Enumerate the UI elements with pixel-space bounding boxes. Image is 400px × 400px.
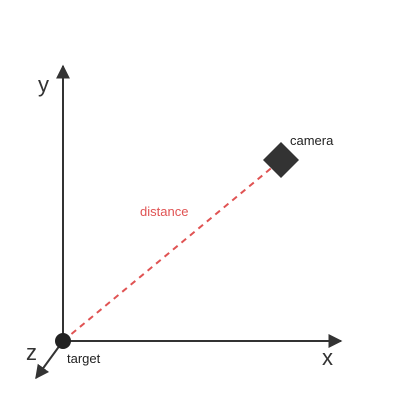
x-axis-label: x [322,345,333,370]
camera-marker-icon [263,142,299,178]
distance-line [62,159,282,342]
y-axis-label: y [38,72,49,97]
z-axis-label: z [26,340,37,365]
distance-label: distance [140,204,188,219]
target-marker-icon [55,333,71,349]
target-label: target [67,351,101,366]
camera-label: camera [290,133,334,148]
